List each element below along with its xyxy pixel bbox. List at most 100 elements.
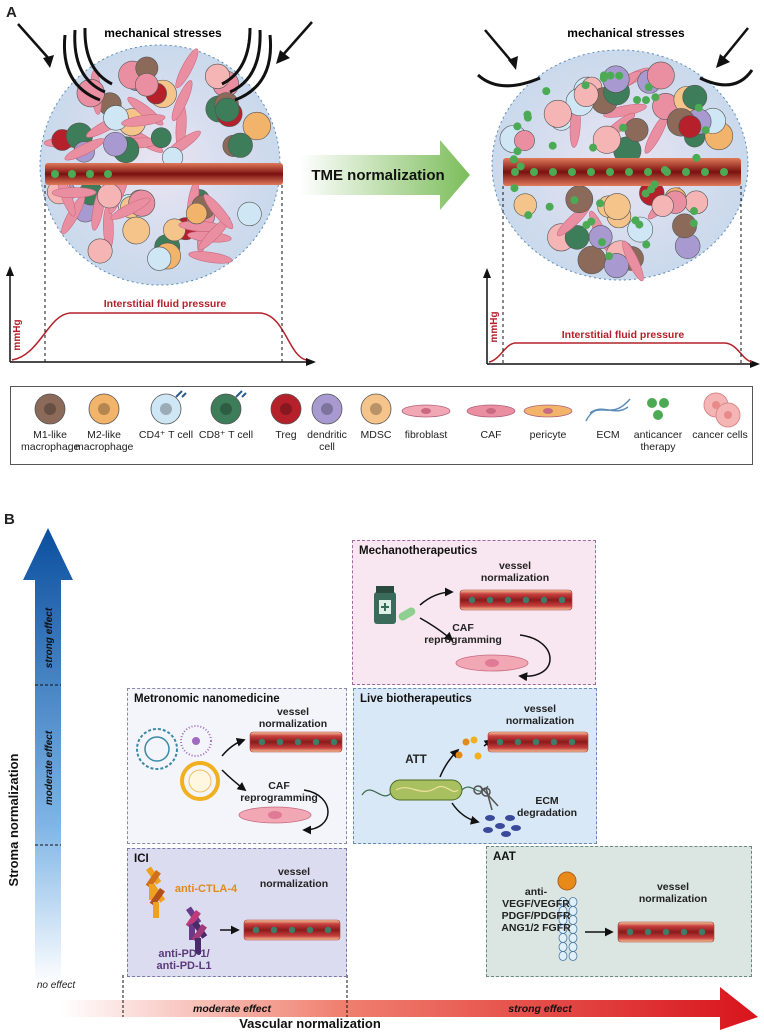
therapy-particle bbox=[694, 103, 703, 112]
therapy-particle bbox=[689, 219, 698, 228]
therapy-particle bbox=[549, 168, 557, 176]
mech-caf-label: CAF reprogramming bbox=[424, 622, 502, 646]
mech-arrow-vessel bbox=[419, 587, 454, 606]
ici-pd1-label: anti-PD-1/ anti-PD-L1 bbox=[156, 948, 212, 972]
y-axis-title: Stroma normalization bbox=[6, 753, 21, 886]
therapy-particle bbox=[516, 162, 525, 171]
legend-label: M2-like macrophage bbox=[75, 429, 134, 453]
box-metronomic-nanomedicine: Metronomic nanomedicine bbox=[127, 688, 347, 844]
fibroblast-cell bbox=[171, 80, 193, 122]
fibroblast-cell bbox=[64, 138, 105, 161]
metro-arrow-vessel bbox=[221, 738, 246, 757]
therapy-particle bbox=[545, 202, 554, 211]
therapy-particle bbox=[599, 71, 608, 80]
therapy-particle bbox=[605, 252, 614, 261]
therapy-particle bbox=[619, 123, 628, 132]
ici-vessel-label: vessel normalization bbox=[259, 866, 329, 890]
tumor-cell bbox=[103, 131, 128, 157]
tumor-before bbox=[39, 44, 283, 286]
mech-reprogram-arrow bbox=[518, 634, 551, 682]
therapy-particle bbox=[513, 122, 522, 131]
therapy-particle bbox=[625, 168, 633, 176]
tumor-cell bbox=[514, 130, 535, 151]
tumor-cell bbox=[87, 238, 113, 264]
live-vessel bbox=[487, 731, 589, 753]
tumor-cell bbox=[147, 246, 172, 271]
live-title: Live biotherapeutics bbox=[360, 693, 472, 705]
legend-item-mdsc: MDSC bbox=[347, 387, 405, 441]
therapy-particle bbox=[587, 217, 596, 226]
x-axis-title: Vascular normalization bbox=[239, 1016, 381, 1031]
live-att-label: ATT bbox=[405, 754, 427, 766]
stroma-normalization-arrow: strong effect moderate effect bbox=[23, 528, 73, 985]
tumor-cell bbox=[592, 125, 621, 154]
legend-label: MDSC bbox=[360, 429, 392, 441]
legend-item-m2-macrophage: M2-like macrophage bbox=[75, 387, 133, 453]
legend-item-treg: Treg bbox=[257, 387, 315, 441]
tumor-cell bbox=[185, 202, 208, 225]
legend-label: fibroblast bbox=[404, 429, 448, 441]
therapy-particle bbox=[701, 168, 709, 176]
receptor-icon bbox=[557, 871, 578, 961]
therapy-particle bbox=[641, 189, 650, 198]
ici-vessel bbox=[243, 919, 341, 941]
tumor-cell bbox=[122, 216, 151, 245]
therapy-particle bbox=[647, 185, 656, 194]
fibroblast-cell bbox=[188, 251, 233, 264]
legend-item-cd8-t-cell: CD8⁺ T cell bbox=[197, 387, 255, 441]
tumor-cell bbox=[646, 61, 675, 90]
fibroblast-cell bbox=[51, 187, 97, 198]
ici-ctla4-label: anti-CTLA-4 bbox=[174, 883, 238, 895]
dendritic-cell-icon bbox=[311, 393, 343, 425]
ecm-fragments bbox=[483, 815, 521, 837]
therapy-particle bbox=[644, 83, 653, 92]
legend-item-cd4-t-cell: CD4⁺ T cell bbox=[137, 387, 195, 441]
therapy-particle bbox=[509, 155, 518, 164]
tumor-cell bbox=[564, 225, 590, 250]
bacterium-icon bbox=[361, 779, 489, 801]
therapy-particle bbox=[524, 211, 533, 220]
nanoparticle-icons bbox=[136, 725, 220, 801]
therapy-particle bbox=[530, 168, 538, 176]
cd4-t-cell-icon bbox=[150, 390, 187, 425]
fibroblast-cell bbox=[622, 240, 644, 282]
ifp-plot-right: Interstitial fluid pressure mmHg bbox=[483, 186, 760, 368]
live-ecm-label: ECM degradation bbox=[516, 795, 578, 819]
ifp-label-left: Interstitial fluid pressure bbox=[104, 298, 227, 310]
therapy-particle bbox=[542, 87, 551, 96]
mechanical-stress-arcs-right bbox=[476, 27, 754, 88]
legend-label: CD4⁺ T cell bbox=[138, 429, 194, 441]
caf-icon bbox=[466, 404, 516, 418]
ecm-icon bbox=[585, 398, 631, 422]
aat-vessel-label: vessel normalization bbox=[638, 881, 708, 905]
tumor-cell bbox=[242, 111, 271, 141]
therapy-particle bbox=[701, 126, 710, 135]
panel-b-letter: B bbox=[4, 511, 15, 528]
legend-item-caf: CAF bbox=[462, 387, 520, 441]
therapy-particle bbox=[587, 168, 595, 176]
therapy-particle bbox=[642, 240, 651, 249]
therapy-particle bbox=[615, 71, 624, 80]
therapy-particle bbox=[513, 147, 522, 156]
legend-label: ECM bbox=[596, 429, 620, 441]
aat-targets-label: anti- VEGF/VEGFR PDGF/PDGFR ANG1/2 FGFR bbox=[501, 886, 571, 934]
tumor-cell bbox=[215, 97, 240, 123]
therapy-particle bbox=[689, 207, 698, 216]
metro-arrow-caf bbox=[221, 769, 247, 792]
y-strong-label: strong effect bbox=[44, 607, 55, 668]
fibroblast-cell bbox=[110, 197, 151, 220]
therapy-particle bbox=[510, 184, 519, 193]
panel-a-letter: A bbox=[6, 4, 17, 21]
mechanotherapeutics-title: Mechanotherapeutics bbox=[359, 545, 478, 557]
live-arrow-ecm bbox=[451, 802, 480, 825]
m2-macrophage-icon bbox=[88, 393, 120, 425]
tumor-cell bbox=[150, 127, 172, 148]
x-strong-label: strong effect bbox=[508, 1003, 572, 1015]
therapy-particle bbox=[570, 196, 579, 205]
metro-reprogram-arrow bbox=[302, 789, 329, 835]
legend-label: CD8⁺ T cell bbox=[198, 429, 254, 441]
metro-caf-label: CAF reprogramming bbox=[240, 780, 318, 804]
x-moderate-label: moderate effect bbox=[193, 1003, 272, 1015]
